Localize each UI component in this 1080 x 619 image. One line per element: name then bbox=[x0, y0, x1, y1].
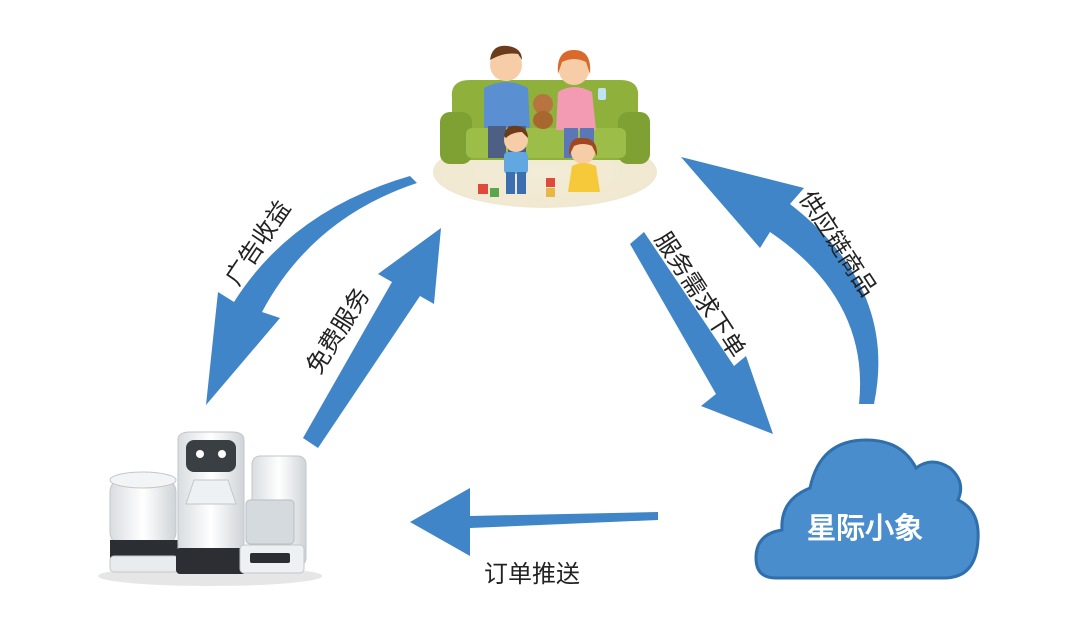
platform-label: 星际小象 bbox=[806, 511, 923, 545]
order-push-arrow bbox=[410, 488, 658, 556]
family-illustration bbox=[433, 45, 657, 208]
order-push-label: 订单推送 bbox=[484, 560, 580, 588]
service-robots bbox=[98, 431, 322, 586]
platform-cloud bbox=[754, 438, 980, 580]
free-service-arrow bbox=[303, 228, 441, 448]
arrows bbox=[206, 157, 879, 556]
ad-revenue-arrow bbox=[206, 176, 417, 405]
supply-goods-arrow bbox=[681, 157, 879, 404]
service-order-arrow bbox=[630, 232, 773, 434]
